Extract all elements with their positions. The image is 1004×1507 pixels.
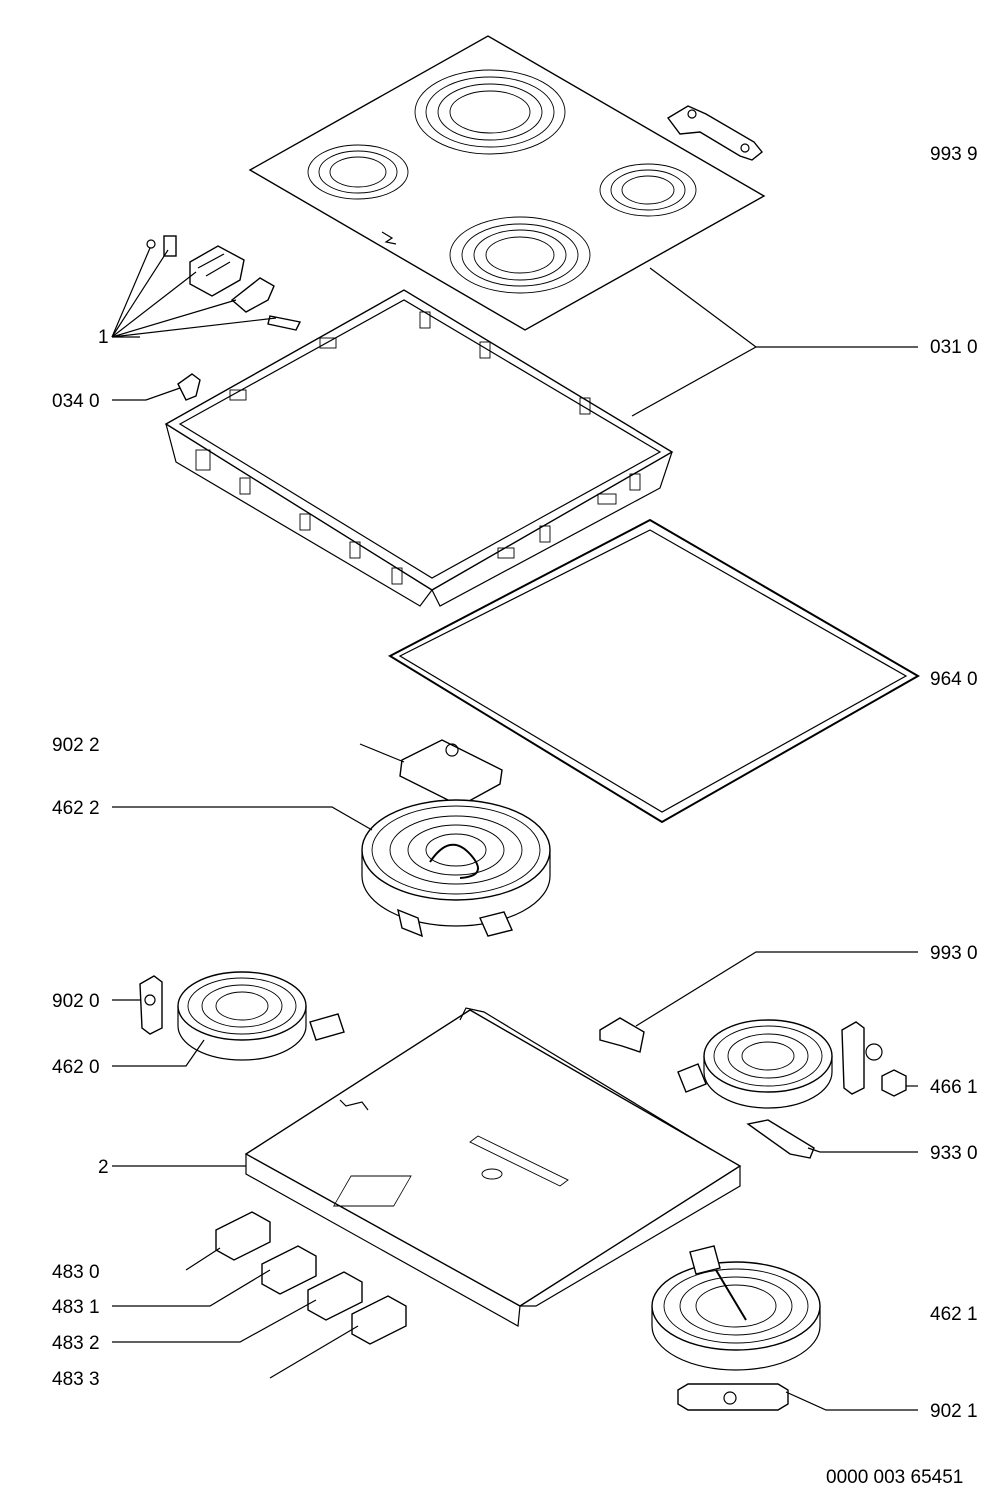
label-964-0: 964 0 xyxy=(930,669,978,690)
part-933-0-bracket xyxy=(746,1119,815,1159)
label-462-1: 462 1 xyxy=(930,1304,978,1325)
label-2: 2 xyxy=(98,1157,109,1178)
label-483-1: 483 1 xyxy=(52,1297,100,1318)
part-902-2-bracket xyxy=(399,739,503,807)
leader-lines xyxy=(111,247,918,1411)
label-466-1: 466 1 xyxy=(930,1077,978,1098)
label-034-0: 034 0 xyxy=(52,391,100,412)
part-462-1-heating-element xyxy=(651,1245,821,1371)
callout-labels: 993 9 1 031 0 034 0 964 0 902 2 462 2 99… xyxy=(52,144,978,1488)
part-034-0-clip xyxy=(177,373,201,401)
label-462-0: 462 0 xyxy=(52,1057,100,1078)
label-031-0: 031 0 xyxy=(930,337,978,358)
part-1-clip-set xyxy=(146,235,302,331)
part-483-0-terminal xyxy=(215,1211,271,1261)
label-993-0: 993 0 xyxy=(930,943,978,964)
label-902-1: 902 1 xyxy=(930,1401,978,1422)
label-1: 1 xyxy=(98,327,109,348)
cooktop-frame xyxy=(164,289,674,607)
label-902-2: 902 2 xyxy=(52,735,100,756)
part-483-2-terminal xyxy=(307,1271,363,1321)
label-902-0: 902 0 xyxy=(52,991,100,1012)
part-964-0-seal xyxy=(387,518,921,824)
part-993-0-bracket xyxy=(599,1017,645,1053)
part-462-0-heating-element xyxy=(177,971,345,1061)
part-466-1-thermostat xyxy=(881,1069,907,1097)
glass-cooktop-panel xyxy=(248,35,766,331)
label-483-3: 483 3 xyxy=(52,1369,100,1390)
label-483-2: 483 2 xyxy=(52,1333,100,1354)
part-993-9-bracket xyxy=(666,105,763,161)
document-number: 0000 003 65451 xyxy=(826,1467,963,1488)
part-902-0-bracket xyxy=(139,975,163,1035)
label-933-0: 933 0 xyxy=(930,1143,978,1164)
part-902-1-bracket xyxy=(677,1383,789,1411)
part-462-2-heating-element xyxy=(361,799,551,938)
part-483-3-terminal xyxy=(351,1295,407,1345)
right-heating-element xyxy=(677,1019,883,1109)
part-483-1-terminal xyxy=(261,1245,317,1295)
label-462-2: 462 2 xyxy=(52,798,100,819)
label-993-9: 993 9 xyxy=(930,144,978,165)
terminal-blocks xyxy=(215,1211,407,1345)
label-483-0: 483 0 xyxy=(52,1262,100,1283)
part-2-base-tray xyxy=(244,1007,742,1327)
